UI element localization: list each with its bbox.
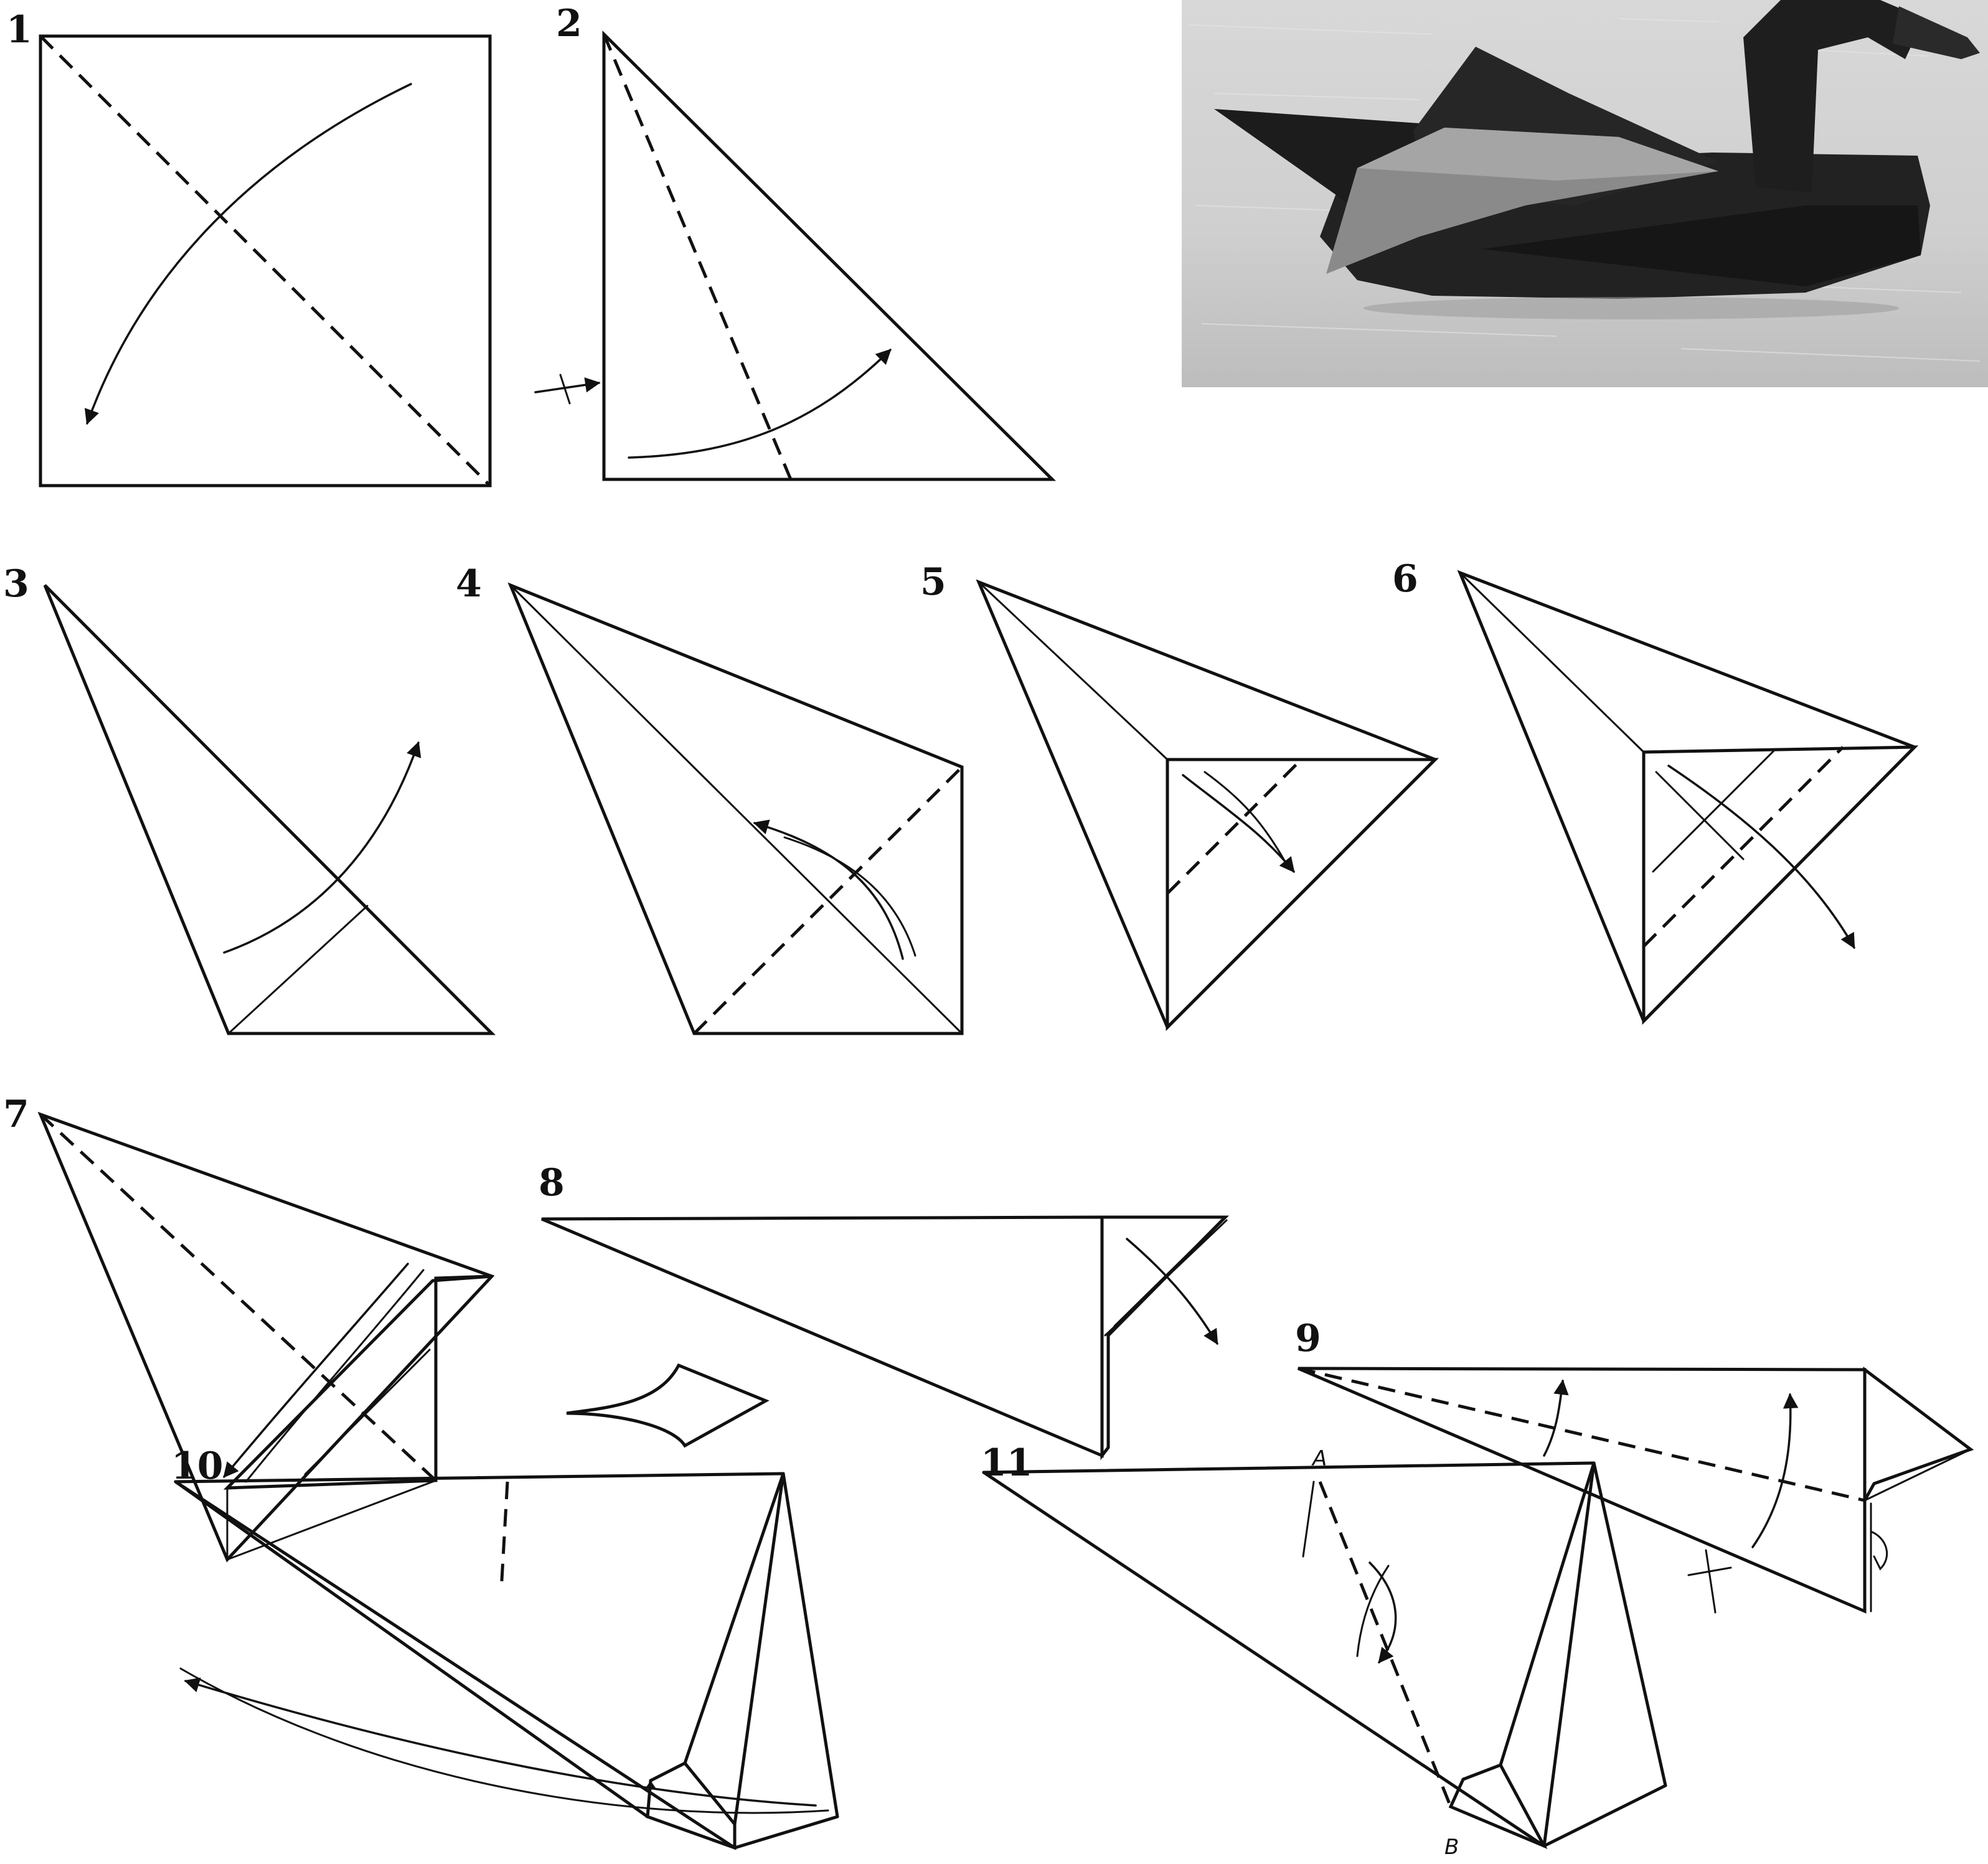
step-label: 4 (456, 562, 482, 606)
step-7-fold (40, 1114, 492, 1560)
step-10-fold (176, 1474, 837, 1848)
point-a-label: A (1311, 1446, 1327, 1471)
step-11-neck-fold (984, 1463, 1665, 1846)
step-3-triangle-fold (45, 585, 492, 1033)
step-label: 9 (1295, 1317, 1321, 1360)
step-9-fold (1298, 1368, 1971, 1612)
step-label: 11 (981, 1441, 1033, 1485)
step-2-kite-fold (535, 34, 1052, 479)
step-label: 7 (3, 1093, 29, 1136)
step-label: 2 (556, 2, 582, 45)
step-4-fold (511, 585, 962, 1033)
step-6-fold (1460, 573, 1915, 1021)
finished-origami-swan-photo (1182, 0, 1988, 387)
step-label: 10 (171, 1444, 224, 1488)
step-8-turn-over (542, 1217, 1227, 1456)
step-label: 6 (1392, 557, 1418, 601)
step-label: 3 (3, 562, 29, 606)
step-label: 5 (920, 560, 946, 604)
step-1-square-diagonal-fold (40, 36, 490, 486)
point-b-label: B (1444, 1835, 1459, 1860)
step-label: 1 (6, 8, 32, 52)
step-label: 8 (539, 1161, 565, 1205)
step-5-fold (979, 582, 1435, 1027)
